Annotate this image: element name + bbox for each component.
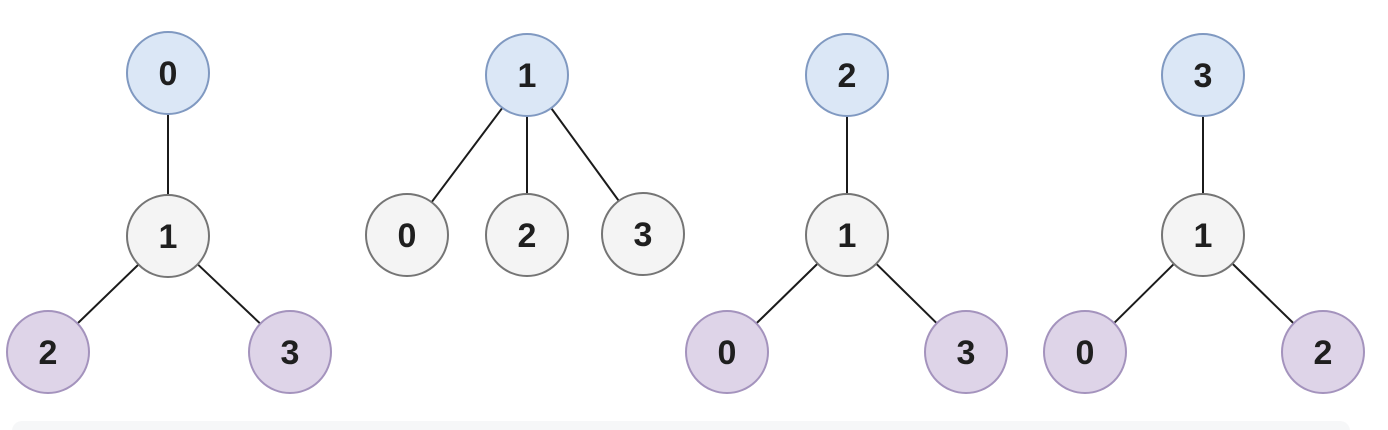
graph-node-label-2: 2 bbox=[838, 57, 857, 95]
tree-rooted-at-3: 3 1 0 2 bbox=[1043, 33, 1365, 394]
tree-edge-1-3 bbox=[550, 107, 620, 202]
graph-node-2-leaf bbox=[1281, 310, 1365, 394]
tree-edge-1-0 bbox=[1113, 263, 1175, 324]
graph-node-2-leaf bbox=[6, 310, 90, 394]
tree-edge-1-0 bbox=[755, 262, 819, 325]
graph-node-0-mid bbox=[365, 193, 449, 277]
graph-node-label-0: 0 bbox=[1076, 334, 1095, 372]
graph-node-1-mid bbox=[805, 193, 889, 277]
graph-node-0-root bbox=[126, 31, 210, 115]
tree-edge-1-3 bbox=[875, 262, 938, 325]
tree-rooted-at-2: 2 1 0 3 bbox=[685, 33, 1008, 394]
tree-edge-1-0 bbox=[430, 107, 504, 203]
graph-node-label-3: 3 bbox=[281, 334, 300, 372]
graph-node-3-leaf bbox=[248, 310, 332, 394]
tree-edge-1-2 bbox=[1231, 262, 1295, 325]
graph-node-label-3: 3 bbox=[634, 216, 653, 254]
graph-node-1-root bbox=[485, 33, 569, 117]
graph-node-label-1: 1 bbox=[838, 217, 857, 255]
graph-node-0-leaf bbox=[1043, 310, 1127, 394]
graph-node-label-2: 2 bbox=[39, 334, 58, 372]
tree-edge-1-2 bbox=[76, 263, 140, 325]
graph-node-label-1: 1 bbox=[1194, 217, 1213, 255]
graph-node-label-3: 3 bbox=[957, 334, 976, 372]
tree-rooted-at-1: 1 0 2 3 bbox=[365, 33, 685, 277]
graph-node-1-mid bbox=[1161, 193, 1245, 277]
graph-node-label-1: 1 bbox=[518, 57, 537, 95]
tree-rooted-at-0: 0 1 2 3 bbox=[6, 31, 332, 394]
graph-node-3-mid bbox=[601, 192, 685, 276]
graph-node-3-root bbox=[1161, 33, 1245, 117]
tree-edge-1-3 bbox=[197, 263, 261, 325]
graph-node-label-2: 2 bbox=[518, 217, 537, 255]
bottom-panel-top-edge bbox=[12, 421, 1350, 430]
graph-node-label-2: 2 bbox=[1314, 334, 1333, 372]
graph-node-1-mid bbox=[126, 194, 210, 278]
graph-node-label-3: 3 bbox=[1194, 57, 1213, 95]
graph-node-0-leaf bbox=[685, 310, 769, 394]
graph-node-2-mid bbox=[485, 193, 569, 277]
graph-node-label-0: 0 bbox=[718, 334, 737, 372]
graph-node-3-leaf bbox=[924, 310, 1008, 394]
graph-node-label-0: 0 bbox=[398, 217, 417, 255]
graph-node-2-root bbox=[805, 33, 889, 117]
graph-node-label-0: 0 bbox=[159, 55, 178, 93]
graph-node-label-1: 1 bbox=[159, 218, 178, 256]
